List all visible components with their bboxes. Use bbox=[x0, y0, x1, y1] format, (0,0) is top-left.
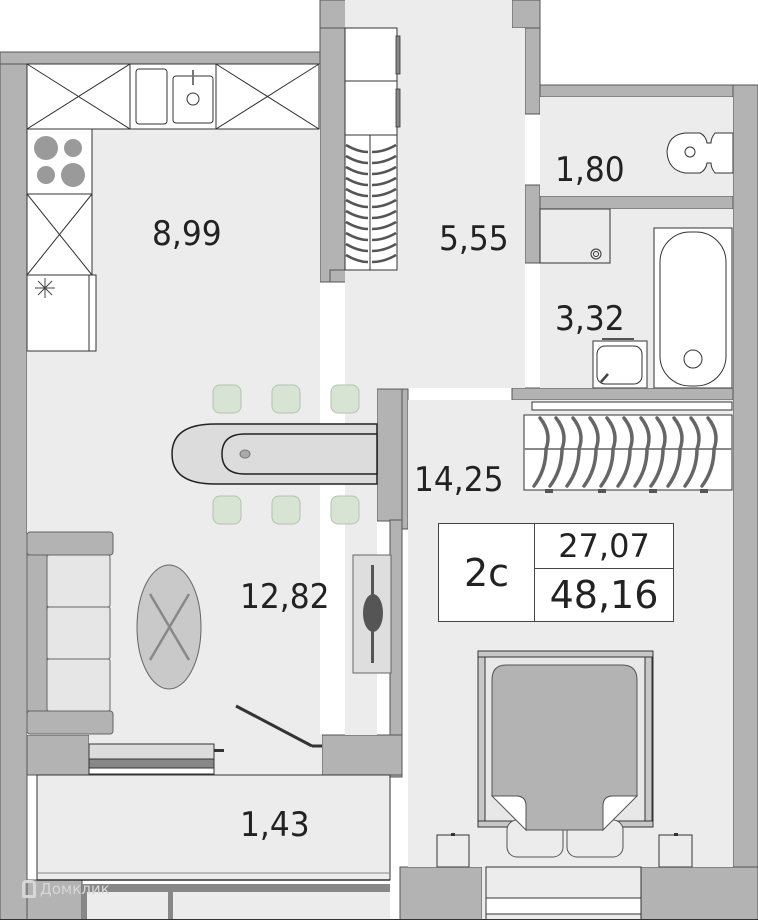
nightstands bbox=[436, 833, 693, 868]
room-area-bedroom: 14,25 bbox=[414, 460, 504, 500]
door-swing bbox=[235, 704, 322, 748]
bed bbox=[477, 650, 654, 858]
wardrobe-bedroom bbox=[523, 401, 733, 493]
room-area-kitchen: 8,99 bbox=[152, 214, 222, 254]
bathtub bbox=[653, 227, 733, 389]
kitchen-counter-top bbox=[26, 63, 320, 130]
tv-unit bbox=[352, 554, 392, 674]
domclick-logo-icon bbox=[22, 880, 36, 898]
unit-type-label: 2с bbox=[439, 524, 535, 621]
room-area-toilet: 1,80 bbox=[555, 150, 625, 190]
coffee-table bbox=[136, 564, 202, 690]
room-area-bathroom: 3,32 bbox=[555, 299, 625, 339]
room-area-balcony: 1,43 bbox=[240, 805, 310, 845]
radiator bbox=[88, 743, 224, 775]
kitchen-counter-side bbox=[26, 128, 97, 352]
balcony bbox=[36, 774, 391, 920]
total-area-value: 48,16 bbox=[549, 573, 659, 617]
bar-counter bbox=[171, 423, 378, 485]
wardrobe-hallway bbox=[344, 27, 401, 271]
watermark: Домклик bbox=[22, 880, 110, 898]
utility-cabinet bbox=[539, 208, 611, 264]
toilet-fixture bbox=[666, 132, 734, 174]
room-area-living-room: 12,82 bbox=[240, 577, 330, 617]
bar-stools bbox=[212, 384, 360, 525]
room-area-hallway: 5,55 bbox=[439, 219, 509, 259]
bedroom-window bbox=[485, 866, 642, 920]
bathroom-sink bbox=[592, 338, 648, 389]
sofa bbox=[26, 531, 114, 735]
apartment-summary-box: 2с 27,07 48,16 bbox=[438, 523, 674, 622]
living-area-value: 27,07 bbox=[535, 524, 673, 569]
watermark-text: Домклик bbox=[40, 880, 110, 898]
